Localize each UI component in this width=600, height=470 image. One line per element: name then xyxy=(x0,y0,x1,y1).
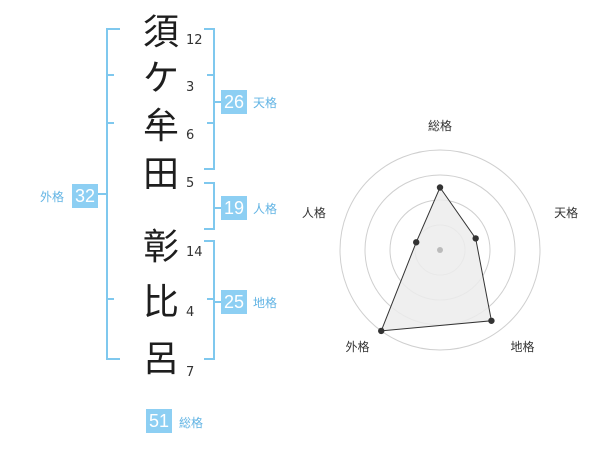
jinkaku-score: 19 xyxy=(221,196,247,220)
stroke-count-5: 14 xyxy=(186,245,203,260)
radar-point-5 xyxy=(413,239,420,246)
name-char-4: 田 xyxy=(142,154,179,195)
name-char-2: ケ xyxy=(142,58,179,99)
radar-point-1 xyxy=(436,184,444,191)
soukaku-label: 総格 xyxy=(179,416,204,430)
radar-grid-ring xyxy=(339,149,541,351)
stroke-count-2: 3 xyxy=(186,80,195,95)
tenkaku-score: 26 xyxy=(221,90,247,114)
name-char-6: 比 xyxy=(142,282,179,323)
stroke-count-1: 12 xyxy=(186,33,203,48)
radar-axis-label-1: 総格 xyxy=(428,118,452,133)
radar-axis-label-2: 天格 xyxy=(554,205,578,220)
radar-point-2 xyxy=(472,235,479,242)
name-char-1: 須 xyxy=(142,12,179,53)
soukaku-score: 51 xyxy=(146,409,172,433)
radar-axis-label-3: 地格 xyxy=(511,339,535,354)
tenkaku-label: 天格 xyxy=(253,96,278,110)
name-char-5: 彰 xyxy=(142,227,179,268)
gaikaku-label: 外格 xyxy=(40,190,65,204)
radar-point-4 xyxy=(378,327,385,335)
radar-point-3 xyxy=(488,317,495,324)
name-char-7: 呂 xyxy=(142,339,179,380)
gaikaku-score: 32 xyxy=(72,184,98,208)
stroke-count-3: 6 xyxy=(186,128,195,143)
stroke-count-6: 4 xyxy=(186,305,195,320)
stroke-count-4: 5 xyxy=(186,176,195,191)
name-char-3: 牟 xyxy=(142,106,179,147)
radar-axis-label-4: 外格 xyxy=(345,339,369,354)
radar-series-area xyxy=(380,186,493,332)
chikaku-label: 地格 xyxy=(253,296,278,310)
stroke-count-7: 7 xyxy=(186,365,195,380)
radar-center-dot xyxy=(437,247,443,253)
jinkaku-label: 人格 xyxy=(253,202,278,216)
radar-axis-label-5: 人格 xyxy=(302,205,326,220)
chikaku-score: 25 xyxy=(221,290,247,314)
